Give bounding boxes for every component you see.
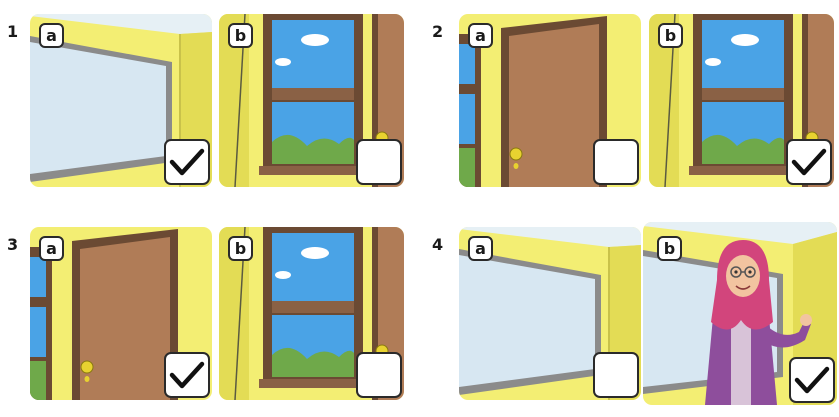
option-card-window: b	[219, 14, 404, 187]
option-label: a	[39, 23, 64, 48]
option-label: b	[228, 236, 253, 261]
question-number: 3	[7, 235, 19, 254]
option-label: b	[658, 23, 683, 48]
answer-checkbox[interactable]	[356, 139, 402, 185]
option-card-door: a	[30, 227, 212, 400]
answer-checkbox[interactable]	[164, 352, 210, 398]
option-label: a	[468, 23, 493, 48]
option-card-window: b	[219, 227, 404, 400]
answer-checkbox[interactable]	[164, 139, 210, 185]
answer-checkbox[interactable]	[593, 139, 639, 185]
option-label: b	[657, 236, 682, 261]
question-number: 1	[7, 22, 19, 41]
option-card-window: b	[649, 14, 834, 187]
check-icon	[794, 366, 830, 394]
option-label: a	[468, 236, 493, 261]
check-icon	[169, 361, 205, 389]
check-icon	[169, 148, 205, 176]
option-label: a	[39, 236, 64, 261]
answer-checkbox[interactable]	[789, 357, 835, 403]
answer-checkbox[interactable]	[786, 139, 832, 185]
option-label: b	[228, 23, 253, 48]
check-icon	[791, 148, 827, 176]
option-card-door: a	[459, 14, 641, 187]
option-card-whiteboard: a	[459, 227, 641, 400]
question-number: 2	[432, 22, 444, 41]
answer-checkbox[interactable]	[356, 352, 402, 398]
answer-checkbox[interactable]	[593, 352, 639, 398]
question-number: 4	[432, 235, 444, 254]
option-card-teacher: b	[643, 222, 837, 405]
option-card-whiteboard: a	[30, 14, 212, 187]
teacher-illustration	[643, 222, 837, 405]
